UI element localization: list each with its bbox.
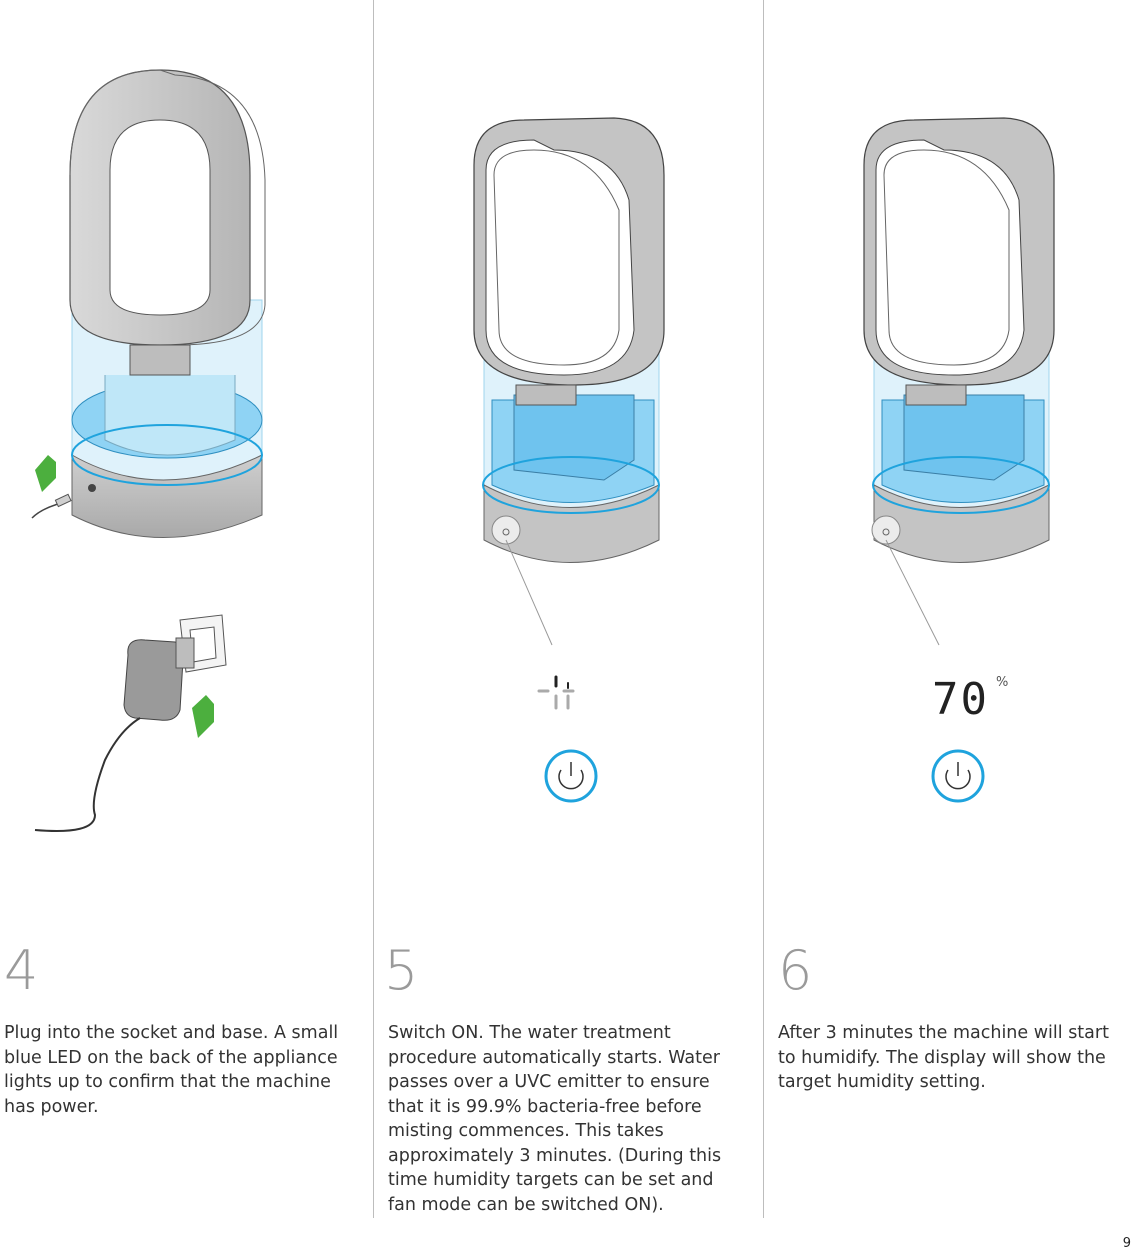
- power-icon[interactable]: [931, 749, 985, 803]
- step-4-illustration: [31, 69, 266, 832]
- column-divider-left: [373, 0, 374, 1218]
- step-description: Switch ON. The water treatment procedure…: [388, 1023, 722, 1215]
- step-5-illustration: [473, 117, 665, 803]
- step-6-panel: 70 % 6 After 3 minutes the machine will …: [764, 0, 1137, 1256]
- humidity-display-unit: %: [996, 675, 1008, 690]
- step-description: Plug into the socket and base. A small b…: [4, 1023, 339, 1117]
- humidity-display-value: 70: [932, 674, 989, 725]
- step-number: 4: [4, 939, 39, 1002]
- page-number: 9: [1122, 1236, 1131, 1251]
- step-6-illustration: 70 %: [863, 117, 1055, 803]
- step-number: 5: [384, 939, 419, 1002]
- step-description: After 3 minutes the machine will start t…: [778, 1023, 1109, 1092]
- plug-arrow-icon: [35, 455, 56, 492]
- step-5-panel: 5 Switch ON. The water treatment procedu…: [374, 0, 762, 1256]
- step-number: 6: [778, 939, 813, 1002]
- loading-display-icon: [537, 675, 575, 710]
- led-icon: [88, 484, 96, 492]
- plug-arrow-icon: [192, 695, 214, 738]
- step-4-panel: 4 Plug into the socket and base. A small…: [0, 0, 372, 1256]
- column-divider-right: [763, 0, 764, 1218]
- power-icon[interactable]: [544, 749, 598, 803]
